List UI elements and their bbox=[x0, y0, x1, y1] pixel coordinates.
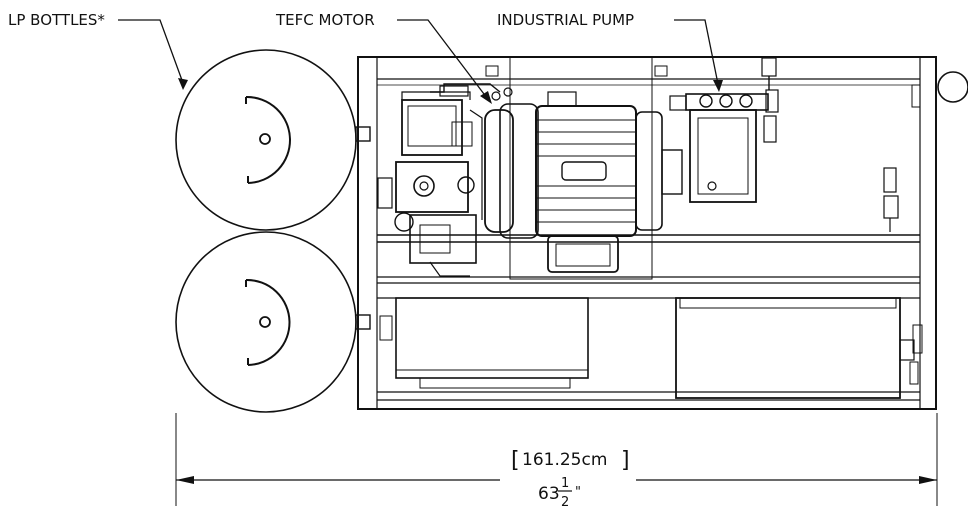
dimension-metric-open-bracket: [ bbox=[511, 448, 520, 473]
tefc-motor bbox=[484, 91, 683, 273]
lp-bottle-bottom bbox=[175, 231, 371, 413]
dimension-metric-value: 161.25cm bbox=[522, 450, 607, 470]
callout-lp-bottles: LP BOTTLES* bbox=[8, 11, 188, 90]
industrial-pump bbox=[669, 57, 899, 232]
callout-industrial-pump-label: INDUSTRIAL PUMP bbox=[497, 11, 634, 29]
dimension-metric-close-bracket: ] bbox=[621, 448, 630, 473]
skid-frame bbox=[357, 56, 968, 410]
overall-width-dimension: [ 161.25cm ] 63 1 2 " bbox=[175, 413, 938, 510]
callout-tefc-motor-label: TEFC MOTOR bbox=[275, 11, 375, 29]
callout-industrial-pump: INDUSTRIAL PUMP bbox=[497, 11, 723, 92]
callout-lp-bottles-label: LP BOTTLES* bbox=[8, 11, 105, 29]
dimension-imperial-unit: " bbox=[575, 485, 581, 500]
dimension-imperial-numerator: 1 bbox=[561, 476, 569, 491]
lower-compartments bbox=[379, 297, 915, 399]
dimension-imperial-denominator: 2 bbox=[561, 495, 569, 510]
burner-assembly bbox=[377, 83, 513, 277]
lp-bottle-top bbox=[175, 49, 371, 231]
callout-tefc-motor: TEFC MOTOR bbox=[275, 11, 492, 104]
dimension-imperial-whole: 63 bbox=[538, 484, 560, 504]
